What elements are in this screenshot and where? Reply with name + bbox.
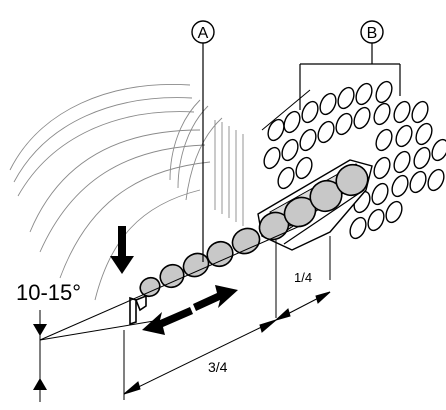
dimension-lines	[123, 236, 331, 400]
callout-b-letter: B	[367, 25, 378, 42]
angle-indicator	[33, 225, 301, 402]
background-arcs	[9, 84, 244, 301]
fraction-three-quarters: 3/4	[208, 359, 228, 375]
callout-leaders	[202, 43, 401, 262]
turbulator-insert	[129, 163, 369, 326]
angle-label: 10-15°	[16, 280, 81, 305]
double-arrow-icon	[142, 285, 238, 335]
callout-a: A	[191, 20, 215, 44]
fraction-one-quarter: 1/4	[294, 270, 312, 285]
callout-a-letter: A	[198, 25, 209, 42]
callout-b: B	[360, 20, 384, 44]
arrow-down-icon	[110, 226, 134, 274]
